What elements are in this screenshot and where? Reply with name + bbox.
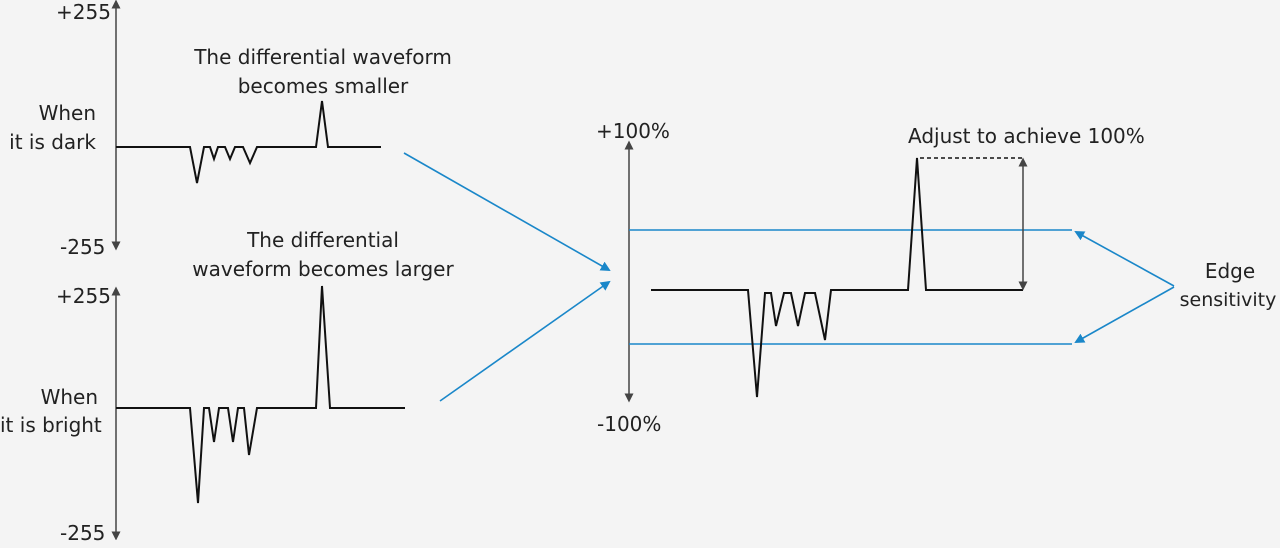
edge-sensitivity-pointer-lower (1074, 286, 1175, 343)
dark-axis-bottom-label: -255 (60, 235, 106, 259)
dark-condition-label-line1: When (38, 101, 96, 125)
dark-to-normalized-arrow (403, 152, 611, 271)
bright-note-line2: waveform becomes larger (192, 257, 454, 281)
dark-note-line1: The differential waveform (194, 45, 452, 69)
normalized-axis-bottom-label: -100% (597, 412, 662, 436)
adjust-note: Adjust to achieve 100% (908, 124, 1145, 148)
bright-condition-label-line1: When (40, 385, 98, 409)
bright-note-line1: The differential (247, 228, 399, 252)
bright-axis-top-label: +255 (56, 284, 111, 308)
bright-waveform (116, 285, 405, 504)
edge-sensitivity-label-line1: Edge (1204, 259, 1256, 283)
dark-waveform (116, 100, 381, 184)
edge-sensitivity-pointer-upper (1074, 231, 1175, 287)
normalized-axis-top-label: +100% (596, 119, 670, 143)
edge-sensitivity-label-line2: sensitivity (1179, 289, 1277, 311)
normalized-waveform (651, 157, 1023, 398)
bright-axis-bottom-label: -255 (60, 521, 106, 545)
dark-axis-top-label: +255 (56, 0, 111, 24)
dark-condition-label-line2: it is dark (9, 130, 96, 154)
bright-condition-label-line2: it is bright (0, 413, 102, 437)
bright-to-normalized-arrow (439, 280, 611, 402)
dark-note-line2: becomes smaller (237, 74, 409, 98)
